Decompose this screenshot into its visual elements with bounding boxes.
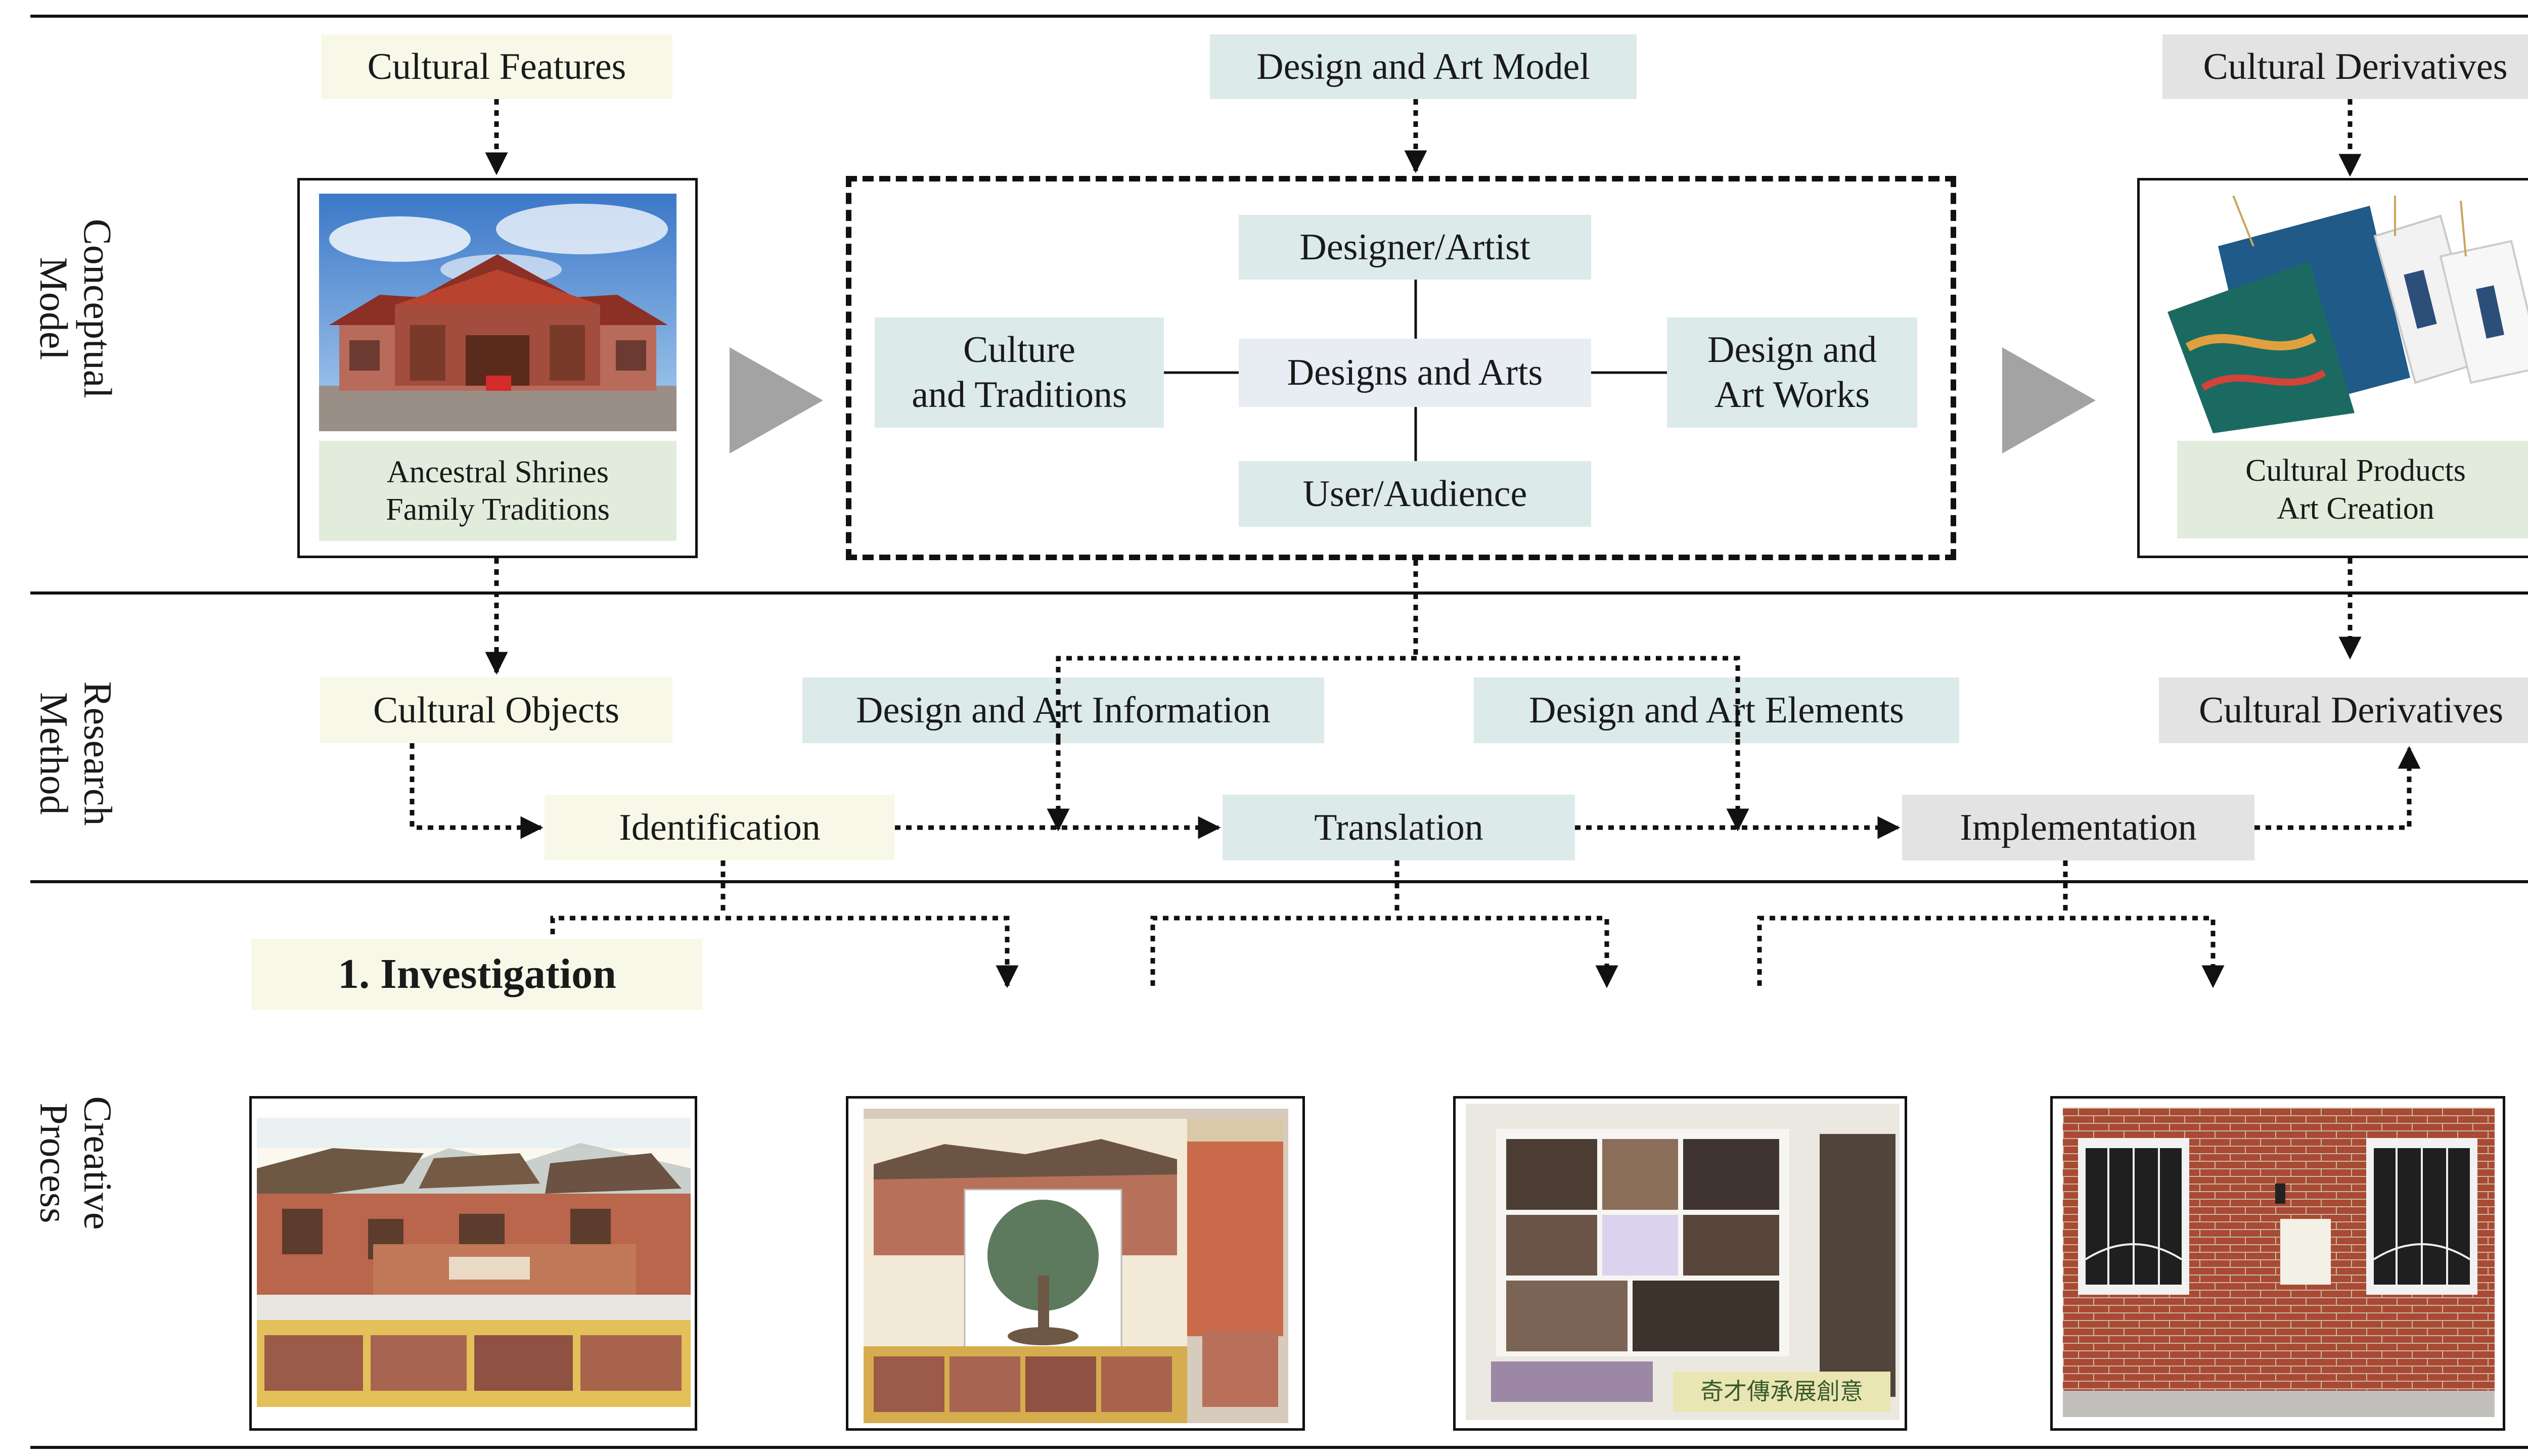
design-art-works-node: Design and Art Works	[1667, 317, 1917, 428]
family-tree-board-photo	[864, 1109, 1288, 1423]
village-houses-photo	[257, 1118, 691, 1407]
culture-traditions-node: Culture and Traditions	[875, 317, 1164, 428]
translation-step: Translation	[1223, 795, 1575, 860]
workshop-sign-text: 奇才傳承展創意	[1700, 1378, 1863, 1405]
designs-and-arts-node: Designs and Arts	[1239, 339, 1591, 407]
identification-step: Identification	[545, 795, 895, 860]
creative-photo-1-frame	[249, 1096, 697, 1431]
investigation-step-label: 1. Investigation	[251, 939, 703, 1010]
creative-photo-4-frame	[2050, 1096, 2505, 1431]
creative-photo-3-frame: 奇才傳承展創意	[1453, 1096, 1907, 1431]
design-art-information-label: Design and Art Information	[802, 677, 1324, 743]
bookmarks-photo	[2157, 196, 2528, 433]
ancestral-shrine-panel: Ancestral Shrines Family Traditions	[297, 178, 698, 558]
user-audience-node: User/Audience	[1239, 461, 1591, 527]
top-divider	[30, 15, 2528, 18]
bottom-divider	[30, 1446, 2528, 1449]
brick-wall-photo	[2063, 1108, 2495, 1417]
ancestral-shrines-caption: Ancestral Shrines Family Traditions	[319, 441, 676, 541]
cultural-objects-label: Cultural Objects	[320, 677, 672, 743]
research-creative-divider	[30, 880, 2528, 883]
cultural-derivatives-bottom-label: Cultural Derivatives	[2159, 677, 2528, 743]
cultural-features-label: Cultural Features	[321, 34, 672, 99]
design-art-model-label: Design and Art Model	[1210, 34, 1637, 99]
implementation-step: Implementation	[1902, 795, 2254, 860]
cultural-products-caption: Cultural Products Art Creation	[2177, 441, 2528, 538]
conceptual-research-divider	[30, 592, 2528, 595]
cultural-derivatives-top-label: Cultural Derivatives	[2162, 34, 2528, 99]
flow-arrow-left	[730, 347, 823, 453]
design-art-model-box	[846, 176, 1956, 560]
flow-arrow-right	[2002, 347, 2096, 453]
designer-artist-node: Designer/Artist	[1239, 215, 1591, 280]
workshop-collage-photo: 奇才傳承展創意	[1466, 1104, 1900, 1420]
cultural-products-panel: Cultural Products Art Creation	[2137, 178, 2528, 558]
temple-photo	[319, 194, 676, 431]
creative-photo-2-frame	[846, 1096, 1305, 1431]
design-art-elements-label: Design and Art Elements	[1474, 677, 1959, 743]
